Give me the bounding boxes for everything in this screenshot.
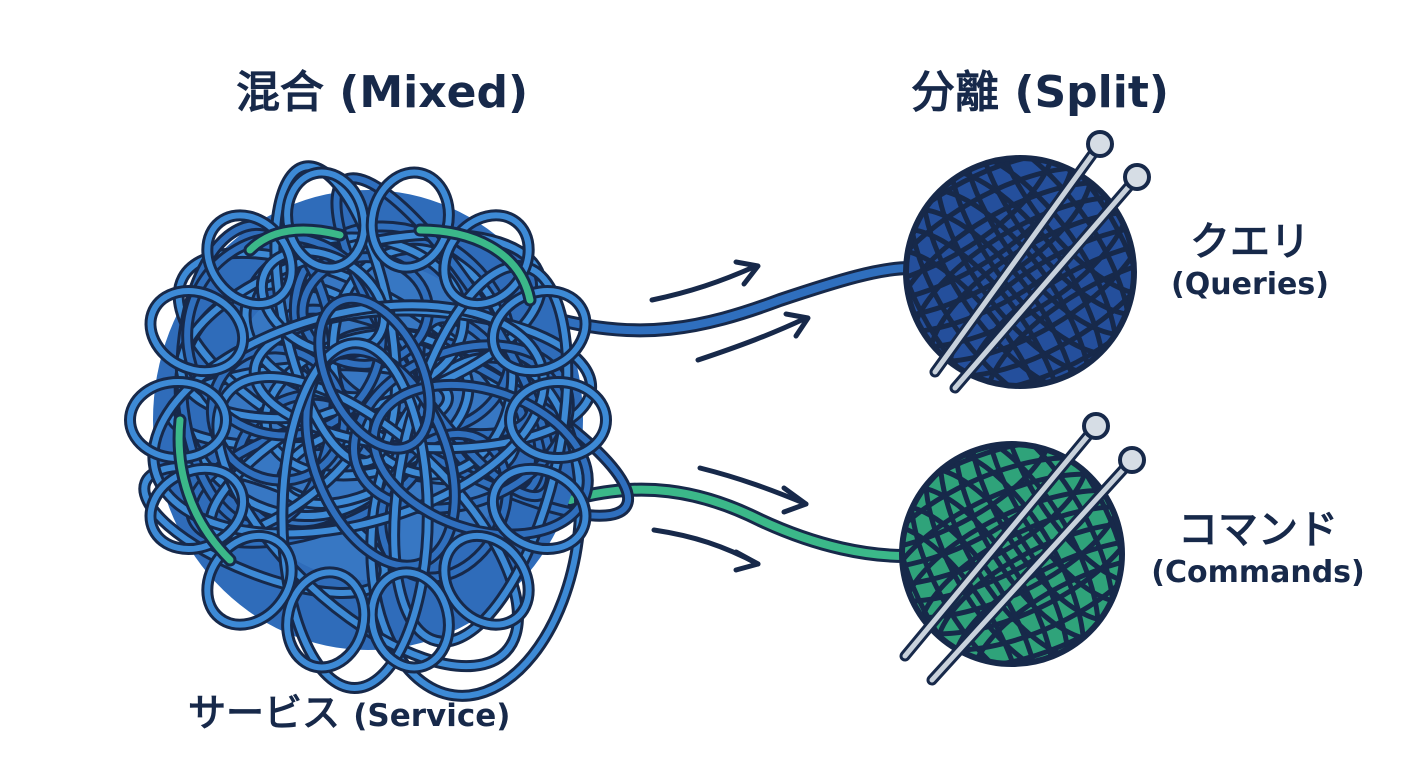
yarn-loop bbox=[441, 532, 532, 628]
commands-label: コマンド (Commands) bbox=[1151, 506, 1365, 592]
split-heading: 分離 (Split) bbox=[911, 67, 1169, 118]
service-label-jp: サービス bbox=[188, 691, 341, 735]
queries-label-jp: クエリ bbox=[1189, 219, 1310, 265]
service-label-en: (Service) bbox=[353, 698, 511, 734]
arrow-icon bbox=[695, 311, 811, 363]
yarn-loop bbox=[507, 379, 609, 461]
query-strand bbox=[553, 261, 917, 338]
knitting-needle-icon bbox=[949, 163, 1151, 394]
yarn-loop bbox=[316, 295, 433, 452]
tangled-yarn-icon bbox=[124, 160, 635, 702]
yarn-loop bbox=[489, 465, 589, 552]
queries-label: クエリ (Queries) bbox=[1171, 218, 1329, 304]
yarn-winding bbox=[920, 158, 1120, 386]
arrow-icon bbox=[649, 259, 761, 303]
command-strand bbox=[563, 482, 912, 563]
mixed-heading: 混合 (Mixed) bbox=[235, 67, 529, 118]
yarn-loop bbox=[284, 569, 368, 671]
commands-label-jp: コマンド bbox=[1177, 507, 1338, 553]
knitting-needle-icon bbox=[929, 130, 1114, 378]
yarn-loop bbox=[147, 288, 247, 375]
yarn-loop bbox=[368, 569, 452, 671]
yarn-winding bbox=[996, 444, 1122, 587]
arrow-icon bbox=[651, 527, 761, 573]
queries-label-en: (Queries) bbox=[1171, 267, 1329, 302]
service-label: サービス (Service) bbox=[188, 682, 510, 737]
yarn-winding bbox=[985, 158, 1134, 298]
yarn-winding bbox=[972, 158, 1134, 318]
knitting-needle-icon bbox=[899, 412, 1110, 662]
commands-label-en: (Commands) bbox=[1151, 555, 1365, 590]
arrow-icon bbox=[697, 465, 809, 515]
yarn-winding bbox=[981, 444, 1122, 605]
knitting-needle-icon bbox=[926, 446, 1146, 686]
